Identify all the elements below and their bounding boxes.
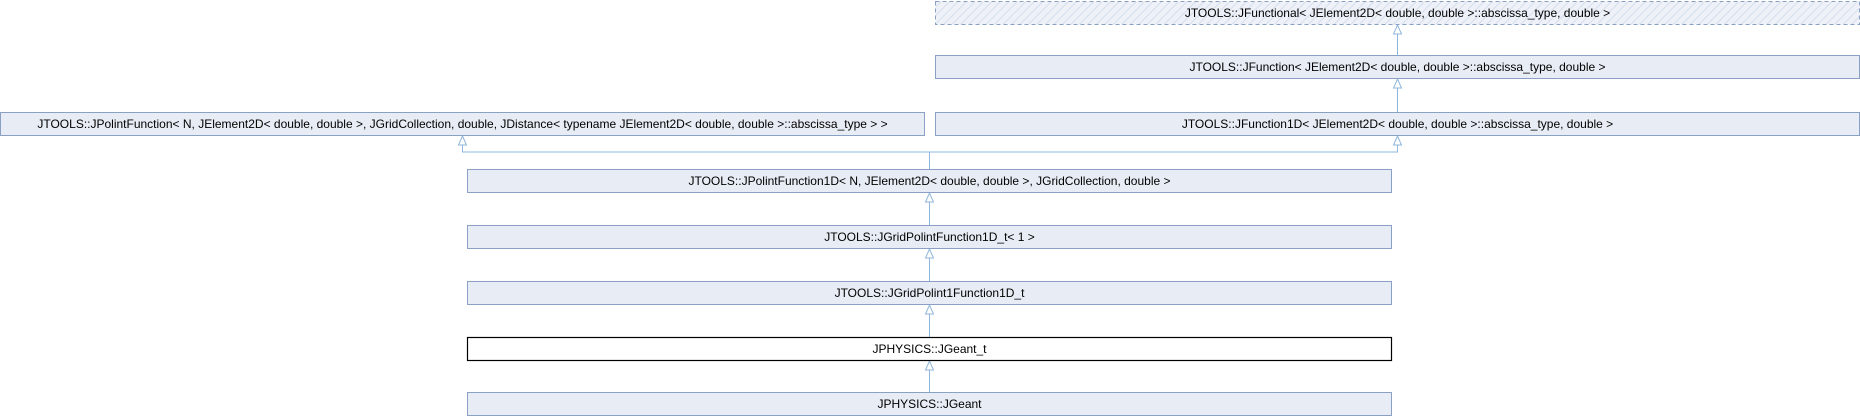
inheritance-arrowhead [1392,23,1403,35]
class-node-box [466,336,1393,362]
edge-jgeant_t-to-jgridpolint1function1d_t [924,303,935,337]
class-node-label: JTOOLS::JFunctional< JElement2D< double,… [1185,6,1610,20]
class-node-jfunction1d[interactable]: JTOOLS::JFunction1D< JElement2D< double,… [935,112,1860,136]
edge-jpolintfunction1d-to-jfunction1d [929,134,1403,169]
class-node-jfunction[interactable]: JTOOLS::JFunction< JElement2D< double, d… [935,55,1860,79]
class-node-label: JTOOLS::JFunction< JElement2D< double, d… [1189,60,1605,74]
inheritance-arrowhead [1392,134,1403,146]
class-node-label: JPHYSICS::JGeant [877,397,982,411]
class-node-jgeant_t: JPHYSICS::JGeant_t [466,336,1393,362]
inheritance-line [929,145,1398,169]
class-node-label: JPHYSICS::JGeant_t [872,342,987,356]
class-node-jpolintfunction[interactable]: JTOOLS::JPolintFunction< N, JElement2D< … [0,112,925,136]
inheritance-arrowhead [924,359,935,371]
inheritance-line [462,145,930,169]
edge-jgeant-to-jgeant_t [924,359,935,392]
class-node-box [467,225,1392,249]
class-node-jgridpolintfunction1d_t1[interactable]: JTOOLS::JGridPolintFunction1D_t< 1 > [467,225,1392,249]
edge-jfunction1d-to-jfunction [1392,77,1403,112]
class-node-box [935,1,1860,25]
edge-jgridpolint1function1d_t-to-jgridpolintfunction1d_t1 [924,247,935,281]
class-node-jgeant[interactable]: JPHYSICS::JGeant [467,392,1392,416]
class-node-label: JTOOLS::JPolintFunction1D< N, JElement2D… [688,174,1170,188]
inheritance-arrowhead [457,134,468,146]
edge-jgridpolintfunction1d_t1-to-jpolintfunction1d [924,191,935,225]
class-node-label: JTOOLS::JFunction1D< JElement2D< double,… [1182,117,1613,131]
edge-jpolintfunction1d-to-jpolintfunction [457,134,930,169]
inheritance-arrowhead [924,303,935,315]
inheritance-arrowhead [924,247,935,259]
inheritance-arrowhead [924,191,935,203]
class-node-jpolintfunction1d[interactable]: JTOOLS::JPolintFunction1D< N, JElement2D… [467,169,1392,193]
edge-jfunction-to-jfunctional [1392,23,1403,55]
class-node-label: JTOOLS::JPolintFunction< N, JElement2D< … [37,117,887,131]
class-node-jfunctional[interactable]: JTOOLS::JFunctional< JElement2D< double,… [935,1,1860,25]
inheritance-arrowhead [1392,77,1403,89]
class-node-label: JTOOLS::JGridPolintFunction1D_t< 1 > [824,230,1035,244]
edges-layer [457,23,1403,392]
class-node-jgridpolint1function1d_t[interactable]: JTOOLS::JGridPolint1Function1D_t [467,281,1392,305]
class-node-box [467,281,1392,305]
class-node-box [0,112,925,136]
class-node-label: JTOOLS::JGridPolint1Function1D_t [835,286,1026,300]
class-node-box [467,169,1392,193]
